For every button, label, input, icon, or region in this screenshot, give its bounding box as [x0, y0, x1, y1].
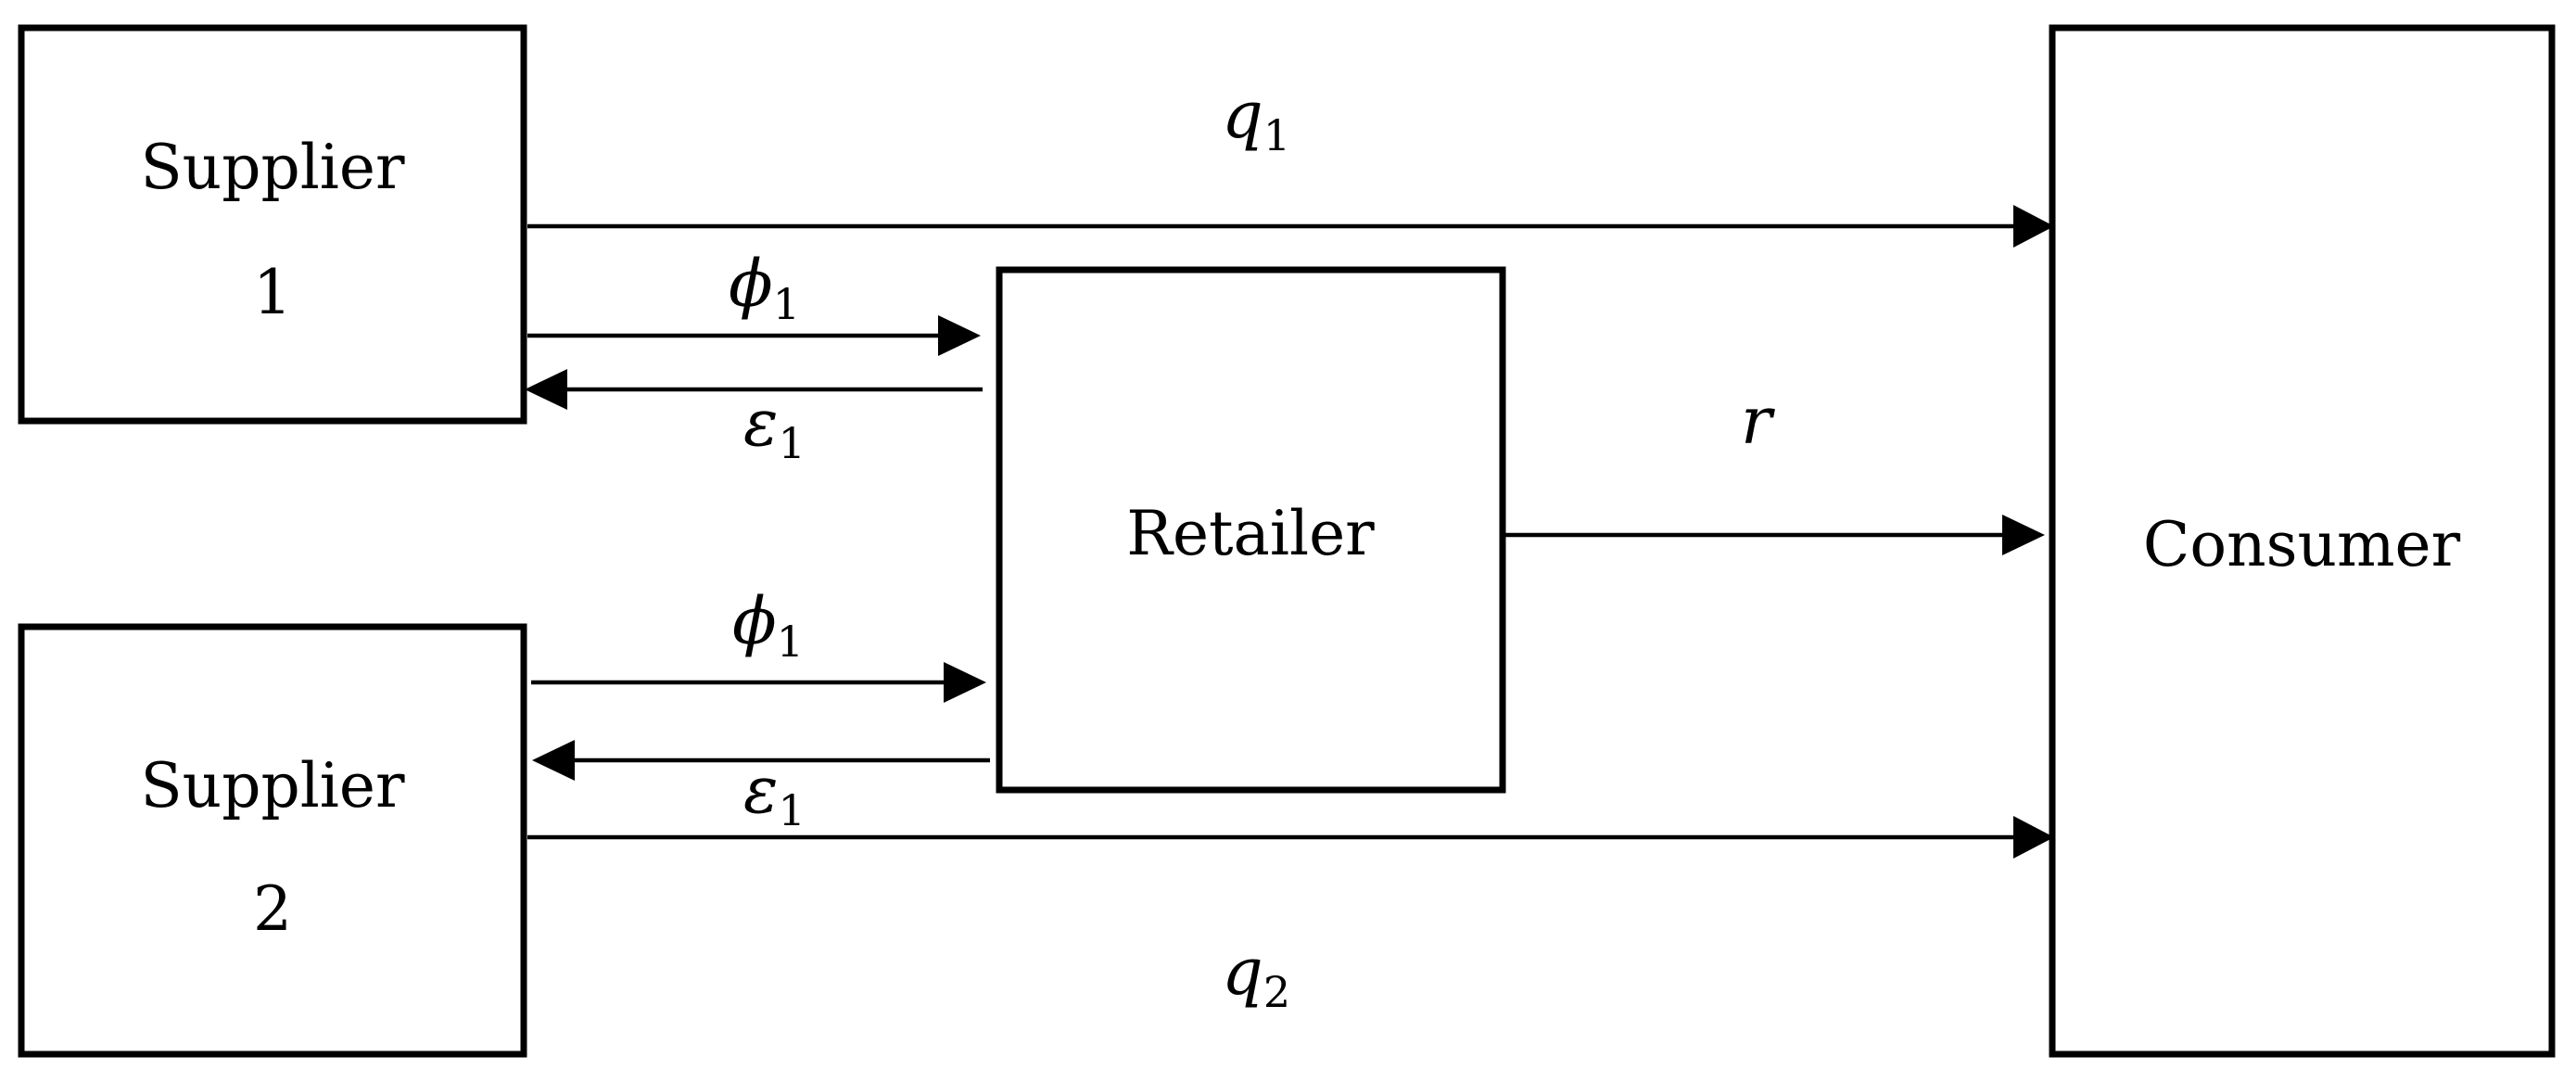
retailer-node: Retailer	[996, 266, 1506, 794]
flow-phi-bottom-symbol: ϕ	[732, 583, 777, 659]
flow-q2-symbol: q	[1222, 934, 1263, 1010]
flow-eps-top: ε1	[525, 369, 983, 468]
consumer-node: Consumer	[2049, 24, 2556, 1058]
supplier-2-label-line1: Supplier	[140, 750, 404, 821]
flow-eps-top-subscript: 1	[779, 418, 806, 468]
flow-q1-symbol: q	[1222, 77, 1263, 153]
supplier-2-label-line2: 2	[253, 873, 292, 945]
flow-phi-top-label: ϕ1	[729, 246, 800, 329]
flow-r-label: r	[1741, 383, 1775, 459]
consumer-box	[2049, 24, 2556, 1058]
flow-q1-label: q1	[1222, 77, 1290, 160]
supplier-1-label-line2: 1	[253, 257, 292, 328]
flow-phi-top-symbol: ϕ	[729, 246, 773, 322]
flow-q1: q1	[527, 77, 2054, 248]
flow-phi-top-arrowhead	[938, 315, 981, 356]
flow-q1-subscript: 1	[1263, 110, 1290, 160]
retailer-box	[996, 266, 1506, 794]
flow-phi-bottom-arrowhead	[944, 662, 986, 703]
flow-eps-bottom-arrowhead	[532, 740, 575, 781]
flow-q1-arrowhead	[2013, 205, 2054, 248]
flow-eps-top-symbol: ε	[743, 385, 779, 461]
supplier-1-box	[18, 24, 527, 425]
flow-eps-top-label: ε1	[743, 385, 806, 468]
flow-eps-bottom-subscript: 1	[779, 785, 806, 835]
flow-eps-bottom: ε1	[532, 740, 990, 835]
flow-q2: q2	[527, 816, 2054, 1017]
flow-q2-label: q2	[1222, 934, 1290, 1017]
supplier-2-node: Supplier 2	[18, 623, 527, 1058]
supplier-2-box	[18, 623, 527, 1058]
flow-phi-bottom: ϕ1	[531, 583, 986, 703]
flow-eps-bottom-label: ε1	[743, 752, 806, 835]
supplier-1-node: Supplier 1	[18, 24, 527, 425]
flow-phi-top-subscript: 1	[773, 279, 800, 329]
flow-phi-top: ϕ1	[527, 246, 981, 356]
flow-q2-subscript: 2	[1263, 967, 1290, 1017]
flow-eps-bottom-symbol: ε	[743, 752, 779, 828]
flow-phi-bottom-label: ϕ1	[732, 583, 804, 667]
flow-phi-bottom-subscript: 1	[777, 617, 804, 667]
flow-q2-arrowhead	[2013, 816, 2054, 859]
flow-eps-top-arrowhead	[525, 369, 567, 410]
flow-r-arrowhead	[2002, 515, 2045, 555]
consumer-label: Consumer	[2143, 509, 2461, 580]
supplier-1-label-line1: Supplier	[140, 132, 404, 203]
flow-r: r	[1504, 383, 2045, 555]
retailer-label: Retailer	[1126, 498, 1375, 569]
